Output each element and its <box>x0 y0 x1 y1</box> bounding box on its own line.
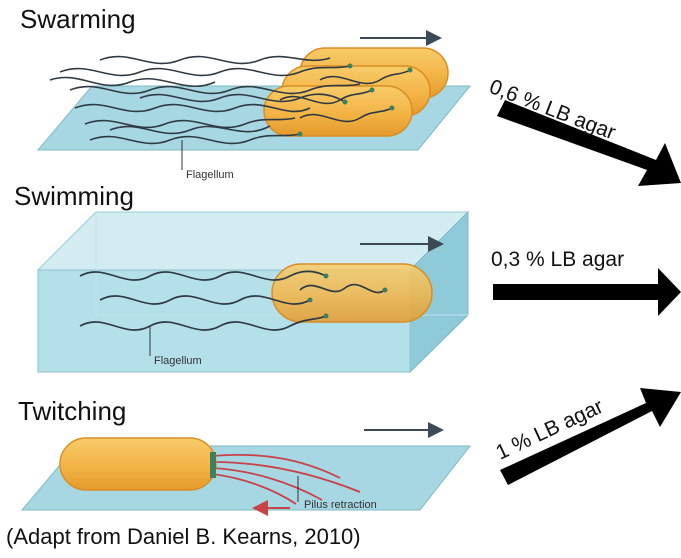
twitching-title: Twitching <box>18 396 127 426</box>
swarming-panel: Flagellum <box>36 30 472 181</box>
swarming-title: Swarming <box>20 4 136 34</box>
swimming-basal-bodies <box>307 273 388 319</box>
swimming-flagella <box>79 270 386 331</box>
source-caption: (Adapt from Daniel B. Kearns, 2010) <box>6 524 361 549</box>
swarming-flagellum-label: Flagellum <box>186 169 234 181</box>
swimming-condition-label: 0,3 % LB agar <box>491 248 624 271</box>
swimming-condition-arrow <box>493 268 681 316</box>
swimming-flagellum-label: Flagellum <box>154 355 202 367</box>
twitching-pili <box>211 453 361 505</box>
swimming-title: Swimming <box>14 181 134 211</box>
twitching-pilus-base <box>210 452 216 478</box>
swimming-cell <box>271 263 433 323</box>
swimming-panel: Flagellum <box>36 210 470 374</box>
condition-swarming: 0,6 % LB agar <box>486 75 681 186</box>
swimming-liquid-top <box>36 211 470 271</box>
pilus-retraction-label: Pilus retraction <box>304 499 377 511</box>
twitching-cell <box>59 437 217 491</box>
swarming-flagella <box>49 55 411 145</box>
twitching-condition-arrow <box>500 388 681 485</box>
swarming-condition-arrow <box>497 100 681 186</box>
twitching-panel: Pilus retraction <box>20 422 472 516</box>
condition-swimming: 0,3 % LB agar <box>491 248 681 316</box>
swarming-basal-bodies <box>297 63 413 137</box>
condition-twitching: 1 % LB agar <box>492 388 681 485</box>
